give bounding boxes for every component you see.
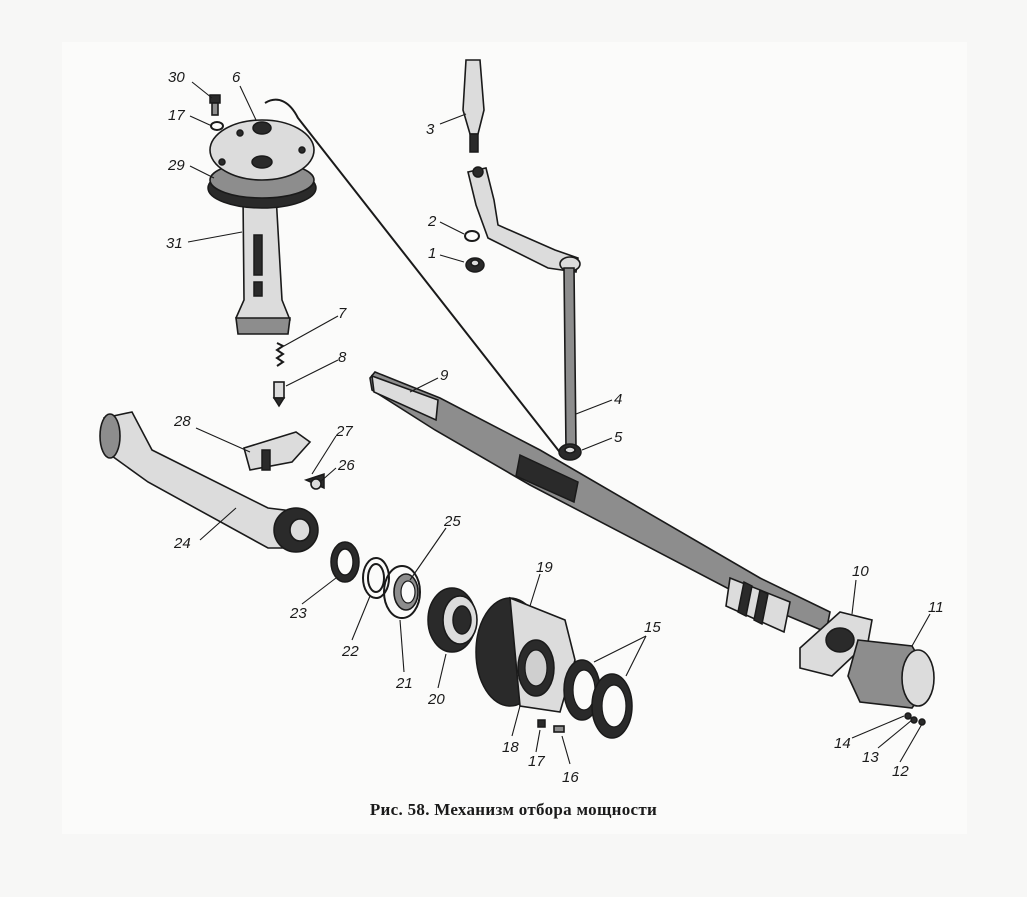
part-1-nut (465, 257, 485, 273)
label-20: 20 (427, 691, 445, 708)
part-6-cover (209, 119, 315, 181)
label-12: 12 (892, 763, 909, 780)
label-24: 24 (173, 535, 191, 552)
label-6: 6 (232, 69, 241, 86)
label-25: 25 (443, 513, 461, 530)
label-10: 10 (852, 563, 869, 580)
label-30: 30 (168, 69, 185, 86)
label-23: 23 (289, 605, 307, 622)
part-2-washer (464, 230, 480, 242)
part-9-shaft (369, 371, 831, 634)
label-17-top: 17 (168, 107, 185, 124)
control-cable (264, 98, 563, 456)
label-2: 2 (427, 213, 437, 230)
part-11-cap (847, 639, 935, 709)
label-22: 22 (341, 643, 359, 660)
part-23-ring (330, 541, 360, 583)
part-number-labels: 30 6 17 29 31 3 2 1 7 8 9 4 5 28 27 26 2… (166, 69, 944, 786)
part-3-handle (462, 59, 485, 153)
shift-lever (467, 166, 581, 273)
part-15-seals (563, 659, 633, 739)
part-26-27-screw (303, 472, 325, 490)
label-5: 5 (614, 429, 623, 446)
part-20-bearing (427, 587, 478, 653)
part-24-tube (99, 411, 319, 553)
part-28-fork (243, 431, 312, 471)
label-17-bottom: 17 (528, 753, 545, 770)
label-4: 4 (614, 391, 622, 408)
label-1: 1 (428, 245, 436, 262)
part-8-pin (272, 381, 286, 408)
part-7-spring (275, 342, 285, 367)
leader-lines (187, 81, 931, 765)
part-17-16-bolts (537, 719, 565, 733)
part-31-housing (235, 194, 291, 335)
label-29: 29 (167, 157, 185, 174)
label-15: 15 (644, 619, 661, 636)
label-31: 31 (166, 235, 183, 252)
label-16: 16 (562, 769, 579, 786)
label-3: 3 (426, 121, 435, 138)
label-7: 7 (338, 305, 347, 322)
part-5-fork-end (558, 443, 582, 461)
part-22-lock-ring (362, 557, 390, 599)
part-21-washer (383, 565, 421, 619)
part-12-14-fasteners (904, 712, 926, 726)
part-19-gear-housing (475, 596, 576, 713)
label-9: 9 (440, 367, 449, 384)
part-30-bolt (209, 94, 221, 116)
label-14: 14 (834, 735, 851, 752)
label-21: 21 (395, 675, 413, 692)
label-26: 26 (337, 457, 355, 474)
label-13: 13 (862, 749, 879, 766)
label-27: 27 (335, 423, 353, 440)
label-28: 28 (173, 413, 191, 430)
label-19: 19 (536, 559, 553, 576)
part-17-washer-top (210, 121, 224, 131)
figure-caption: Рис. 58. Механизм отбора мощности (369, 800, 658, 819)
label-8: 8 (338, 349, 347, 366)
label-18: 18 (502, 739, 519, 756)
part-4-rod (563, 267, 577, 451)
label-11: 11 (928, 599, 944, 616)
